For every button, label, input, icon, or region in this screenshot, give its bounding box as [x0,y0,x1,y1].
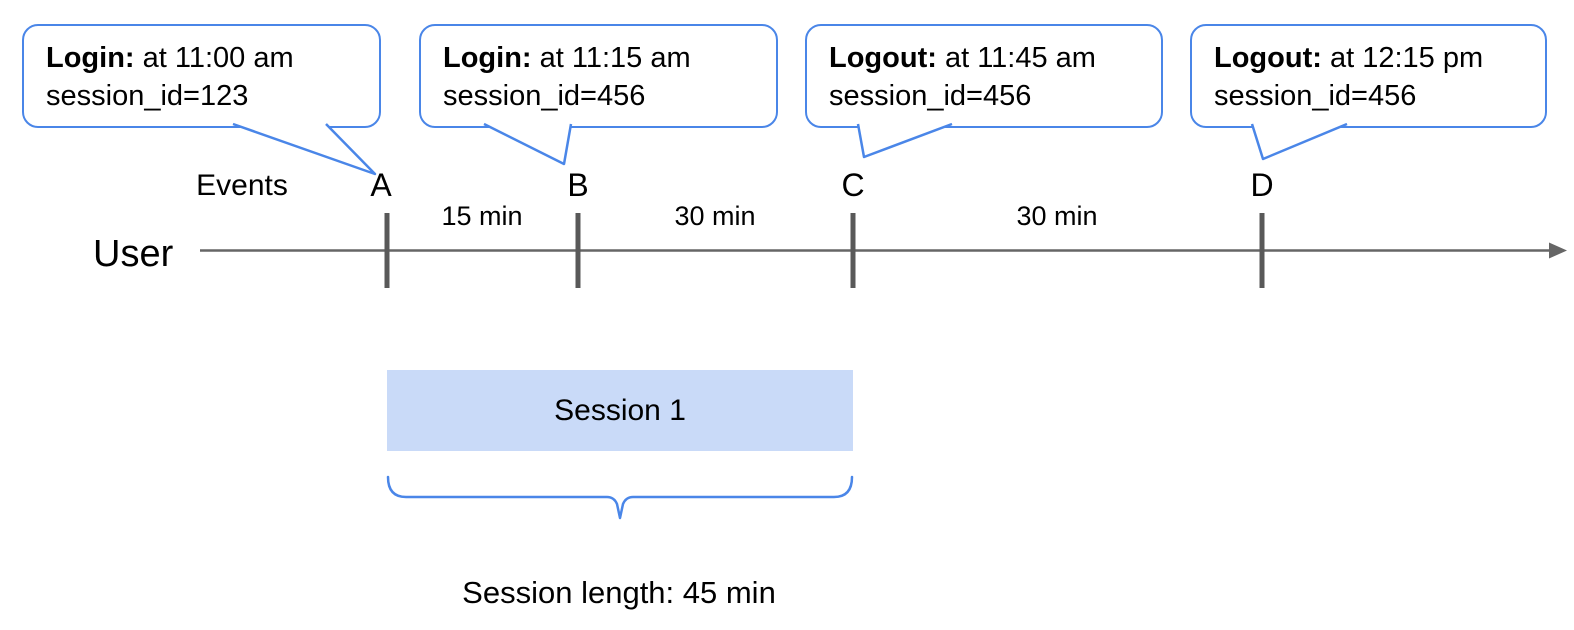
event-time-label: at 12:15 pm [1321,42,1484,74]
callout-line1: Logout: at 11:45 am [829,39,1139,77]
callout-tail-b [483,122,573,166]
callout-line1: Login: at 11:00 am [46,39,357,77]
session-1-label: Session 1 [554,393,686,427]
callout-login-b: Login: at 11:15 am session_id=456 [419,24,778,128]
callout-tail-a [232,122,377,176]
event-time-label: at 11:45 am [936,42,1096,74]
event-time-label: at 11:00 am [134,42,294,74]
events-row-label: Events [196,169,288,202]
callout-line2: session_id=456 [829,80,1032,112]
callout-tail-c [856,122,953,159]
interval-label-ab: 15 min [441,201,523,231]
event-type-label: Login: [443,42,532,74]
interval-label-cd: 30 min [1016,201,1098,231]
event-type-label: Logout: [829,42,937,74]
callout-line2: session_id=456 [443,80,646,112]
event-marker-d: D [1250,167,1274,203]
callout-tail-d [1250,122,1348,161]
session-length-brace [386,475,854,520]
event-type-label: Login: [46,42,135,74]
callout-login-a: Login: at 11:00 am session_id=123 [22,24,381,128]
event-type-label: Logout: [1214,42,1322,74]
callout-line2: session_id=123 [46,80,249,112]
callout-logout-d: Logout: at 12:15 pm session_id=456 [1190,24,1547,128]
callout-line1: Login: at 11:15 am [443,39,754,77]
event-time-label: at 11:15 am [531,42,691,74]
session-1-bar: Session 1 [387,370,853,451]
interval-label-bc: 30 min [674,201,756,231]
callout-logout-c: Logout: at 11:45 am session_id=456 [805,24,1163,128]
session-length-caption: Session length: 45 min [462,575,776,610]
event-marker-a: A [370,167,392,203]
event-marker-c: C [841,167,865,203]
callout-line2: session_id=456 [1214,80,1417,112]
callout-line1: Logout: at 12:15 pm [1214,39,1523,77]
timeline-arrowhead-icon [1549,242,1567,259]
user-row-label: User [93,233,174,275]
event-marker-b: B [567,167,589,203]
